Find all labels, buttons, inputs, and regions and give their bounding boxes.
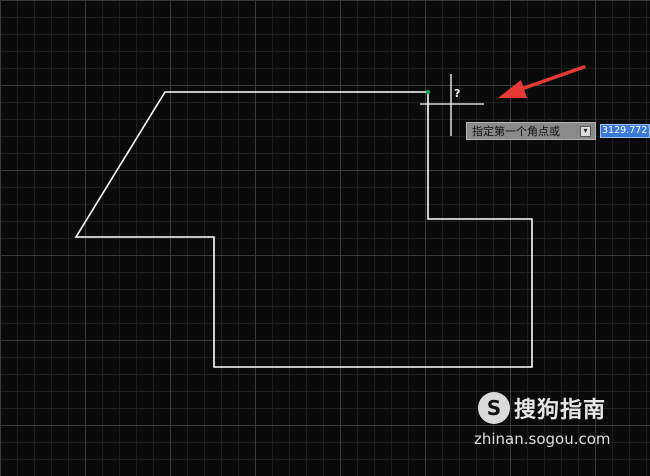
down-arrow-option-icon[interactable]: ▾ [580, 125, 591, 137]
sogou-logo-icon: S [478, 392, 510, 424]
command-prompt-text: 指定第一个角点或 [472, 125, 560, 138]
endpoint-snap-marker [425, 89, 431, 95]
annotation-arrow [498, 65, 586, 98]
command-prompt-tooltip: 指定第一个角点或 ▾ [466, 122, 596, 140]
coordinate-input[interactable]: 3129.7721 [600, 124, 650, 138]
sogou-watermark: S 搜狗指南 zhinan.sogou.com [474, 392, 638, 448]
watermark-url: zhinan.sogou.com [474, 430, 611, 448]
crosshair-cursor [420, 74, 484, 136]
cursor-query-label: ? [454, 87, 461, 100]
watermark-name: 搜狗指南 [514, 398, 607, 423]
polyline-shape[interactable] [74, 91, 533, 368]
